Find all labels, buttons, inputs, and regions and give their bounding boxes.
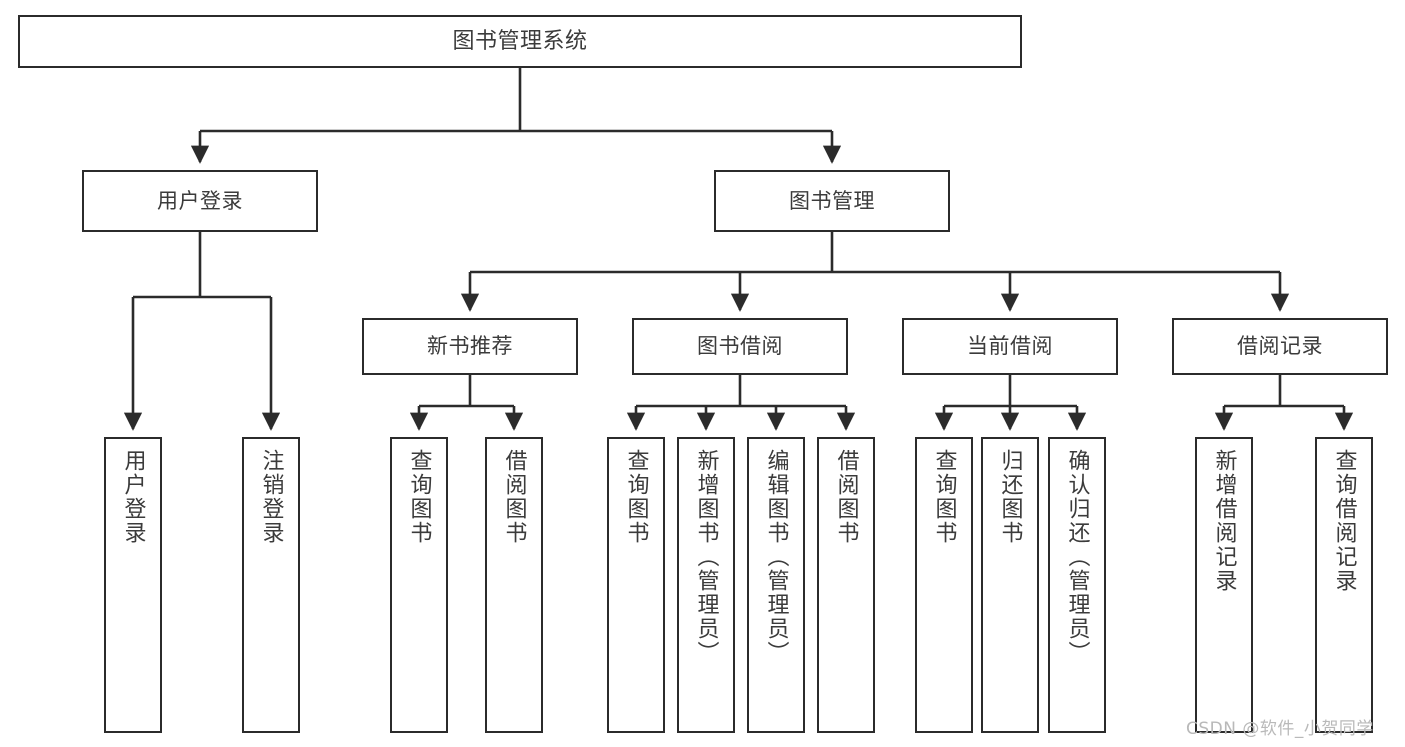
leaf-user-login-logout-label: 注销登录 (258, 449, 284, 545)
node-root[interactable]: 图书管理系统 (18, 15, 1022, 68)
node-book-management[interactable]: 图书管理 (714, 170, 950, 232)
leaf-borrow-record-query[interactable]: 查询借阅记录 (1315, 437, 1373, 733)
leaf-book-borrow-query-label: 查询图书 (623, 449, 649, 545)
leaf-user-login-login-label: 用户登录 (120, 449, 146, 545)
leaf-current-borrow-confirm-return-label: 确认归还（管理员） (1064, 449, 1090, 665)
leaf-borrow-record-add-label: 新增借阅记录 (1211, 449, 1237, 593)
leaf-new-book-query[interactable]: 查询图书 (390, 437, 448, 733)
leaf-book-borrow-add-label: 新增图书（管理员） (693, 449, 719, 665)
leaf-book-borrow-edit-label: 编辑图书（管理员） (763, 449, 789, 665)
node-borrow-record-label: 借阅记录 (1237, 334, 1323, 359)
leaf-borrow-record-query-label: 查询借阅记录 (1331, 449, 1357, 593)
leaf-new-book-borrow[interactable]: 借阅图书 (485, 437, 543, 733)
leaf-user-login-login[interactable]: 用户登录 (104, 437, 162, 733)
leaf-current-borrow-return[interactable]: 归还图书 (981, 437, 1039, 733)
node-new-book-recommend-label: 新书推荐 (427, 334, 513, 359)
node-borrow-record[interactable]: 借阅记录 (1172, 318, 1388, 375)
leaf-book-borrow-borrow-label: 借阅图书 (833, 449, 859, 545)
leaf-new-book-query-label: 查询图书 (406, 449, 432, 545)
leaf-book-borrow-query[interactable]: 查询图书 (607, 437, 665, 733)
leaf-current-borrow-query[interactable]: 查询图书 (915, 437, 973, 733)
node-user-login[interactable]: 用户登录 (82, 170, 318, 232)
node-current-borrow[interactable]: 当前借阅 (902, 318, 1118, 375)
leaf-user-login-logout[interactable]: 注销登录 (242, 437, 300, 733)
leaf-borrow-record-add[interactable]: 新增借阅记录 (1195, 437, 1253, 733)
node-book-borrow-label: 图书借阅 (697, 334, 783, 359)
leaf-new-book-borrow-label: 借阅图书 (501, 449, 527, 545)
leaf-book-borrow-borrow[interactable]: 借阅图书 (817, 437, 875, 733)
leaf-book-borrow-add[interactable]: 新增图书（管理员） (677, 437, 735, 733)
leaf-current-borrow-query-label: 查询图书 (931, 449, 957, 545)
node-book-borrow[interactable]: 图书借阅 (632, 318, 848, 375)
node-root-label: 图书管理系统 (452, 28, 588, 54)
node-book-management-label: 图书管理 (789, 188, 875, 213)
csdn-watermark: CSDN @软件_小贺同学 (1186, 719, 1374, 739)
node-user-login-label: 用户登录 (157, 188, 243, 213)
node-current-borrow-label: 当前借阅 (967, 334, 1053, 359)
leaf-current-borrow-return-label: 归还图书 (997, 449, 1023, 545)
node-new-book-recommend[interactable]: 新书推荐 (362, 318, 578, 375)
leaf-book-borrow-edit[interactable]: 编辑图书（管理员） (747, 437, 805, 733)
leaf-current-borrow-confirm-return[interactable]: 确认归还（管理员） (1048, 437, 1106, 733)
